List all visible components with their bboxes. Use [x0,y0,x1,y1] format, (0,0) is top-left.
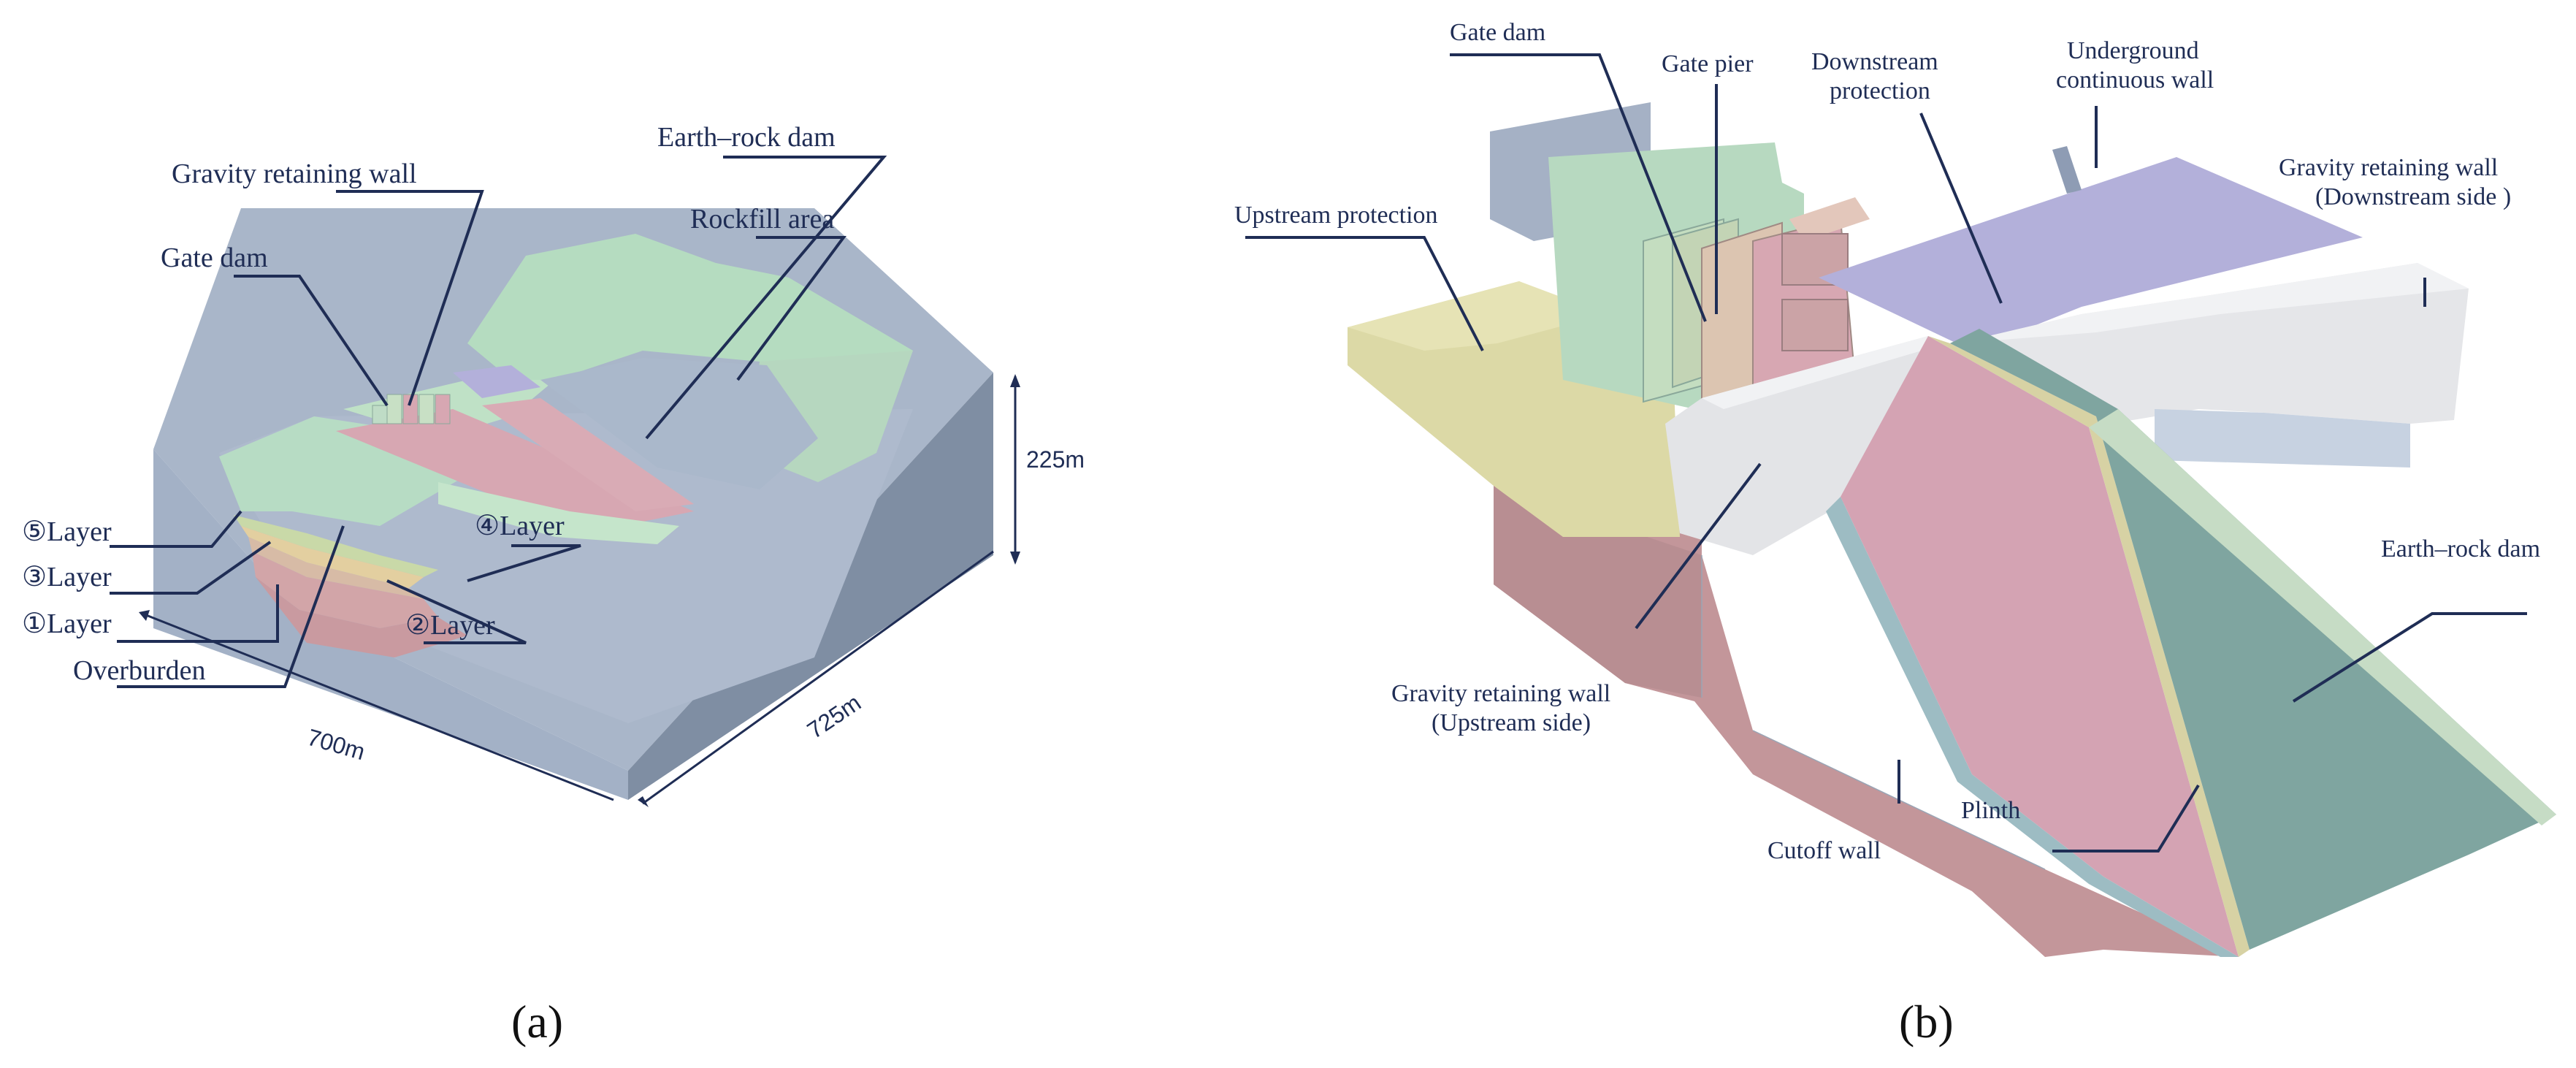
leader-overburden [117,525,345,688]
panel-a-model [153,208,993,800]
purple-area [453,365,540,398]
leader-b-grw-up [1635,462,1762,630]
leader-b-downstream [1919,112,2003,304]
layer1-band [252,552,438,628]
leader-layer5 [110,510,242,548]
label-b-grw-down-2: (Downstream side ) [2315,183,2511,210]
label-b-underground-2: continuous wall [2056,66,2214,94]
label-b-downstream-1: Downstream [1811,48,1938,75]
label-b-grw-up-1: Gravity retaining wall [1391,680,1610,707]
leader-b-upstream [1245,236,1484,351]
gate-dam-blocks [372,394,451,424]
label-b-earth-rock: Earth–rock dam [2381,535,2540,562]
label-b-gate-dam: Gate dam [1450,19,1545,46]
panel-a-leaders [110,156,887,688]
panel-a-dimensions [139,374,1020,807]
earth-rock-dam-body [1841,336,2239,957]
label-b-downstream-2: protection [1830,77,1930,104]
label-b-upstream: Upstream protection [1234,202,1438,229]
label-b-plinth: Plinth [1961,797,2020,824]
downstream-protection [1819,157,2363,351]
dam-pink-strip [336,409,694,533]
block-front-left-face [153,449,628,800]
layer2-band [248,537,424,599]
grw-downstream [1957,263,2469,431]
label-a-layer1: ①Layer [22,609,112,639]
label-a-earth-rock-dam: Earth–rock dam [657,122,836,153]
earth-rock-dam-crest [2089,409,2556,825]
terrain-back-green [467,234,913,380]
rockfill-area [540,358,818,489]
label-a-height: 225m [1026,446,1085,473]
label-b-cutoff: Cutoff wall [1767,837,1881,864]
label-a-layer5: ⑤Layer [22,516,112,547]
underground-wall-piece [2052,146,2082,194]
grw-downstream-base [2155,409,2410,468]
label-a-gate-dam: Gate dam [161,243,268,273]
label-a-rockfill: Rockfill area [690,204,834,234]
dim-width-line [142,612,614,801]
label-b-grw-down-1: Gravity retaining wall [2279,154,2498,181]
leader-rockfill [736,236,846,381]
leader-layer2 [386,579,527,644]
label-a-grw: Gravity retaining wall [172,159,417,189]
label-a-layer3: ③Layer [22,562,112,592]
label-a-overburden: Overburden [73,655,205,686]
panel-b-leaders [1245,53,2527,853]
grw-downstream-top [1957,263,2469,343]
earth-rock-dam-outer [1950,329,2556,950]
panel-b-model [1348,102,2556,957]
overburden-band [256,577,467,657]
label-b-grw-up-2: (Upstream side) [1432,709,1591,736]
leader-gate-dam [234,275,389,407]
cutoff-wall-left-face [1494,486,1702,698]
leader-b-earth-rock [2292,612,2527,703]
label-b-underground-1: Underground [2067,37,2199,64]
layer-green-strip [438,482,679,544]
caption-a: (a) [511,996,563,1048]
leader-layer1 [117,584,279,643]
leader-layer3 [110,541,272,595]
caption-b: (b) [1899,996,1954,1048]
label-a-depth: 725m [803,689,865,744]
upstream-protection-top [1348,281,1607,351]
label-a-width: 700m [305,724,368,766]
dam-pink-strip-2 [482,398,694,511]
label-b-gate-pier: Gate pier [1662,50,1754,77]
dim-depth-line [642,550,994,805]
grw-upstream-top [1702,336,1946,409]
label-a-layer4: ④Layer [475,511,565,541]
label-a-layer2: ②Layer [405,610,495,641]
leader-grw [336,190,484,406]
leader-layer4 [467,544,581,582]
leader-b-plinth [2052,784,2200,853]
gate-pier-stacks [1643,197,1870,407]
leader-b-gate-dam [1450,53,1707,322]
leader-earth-rock [645,156,887,440]
